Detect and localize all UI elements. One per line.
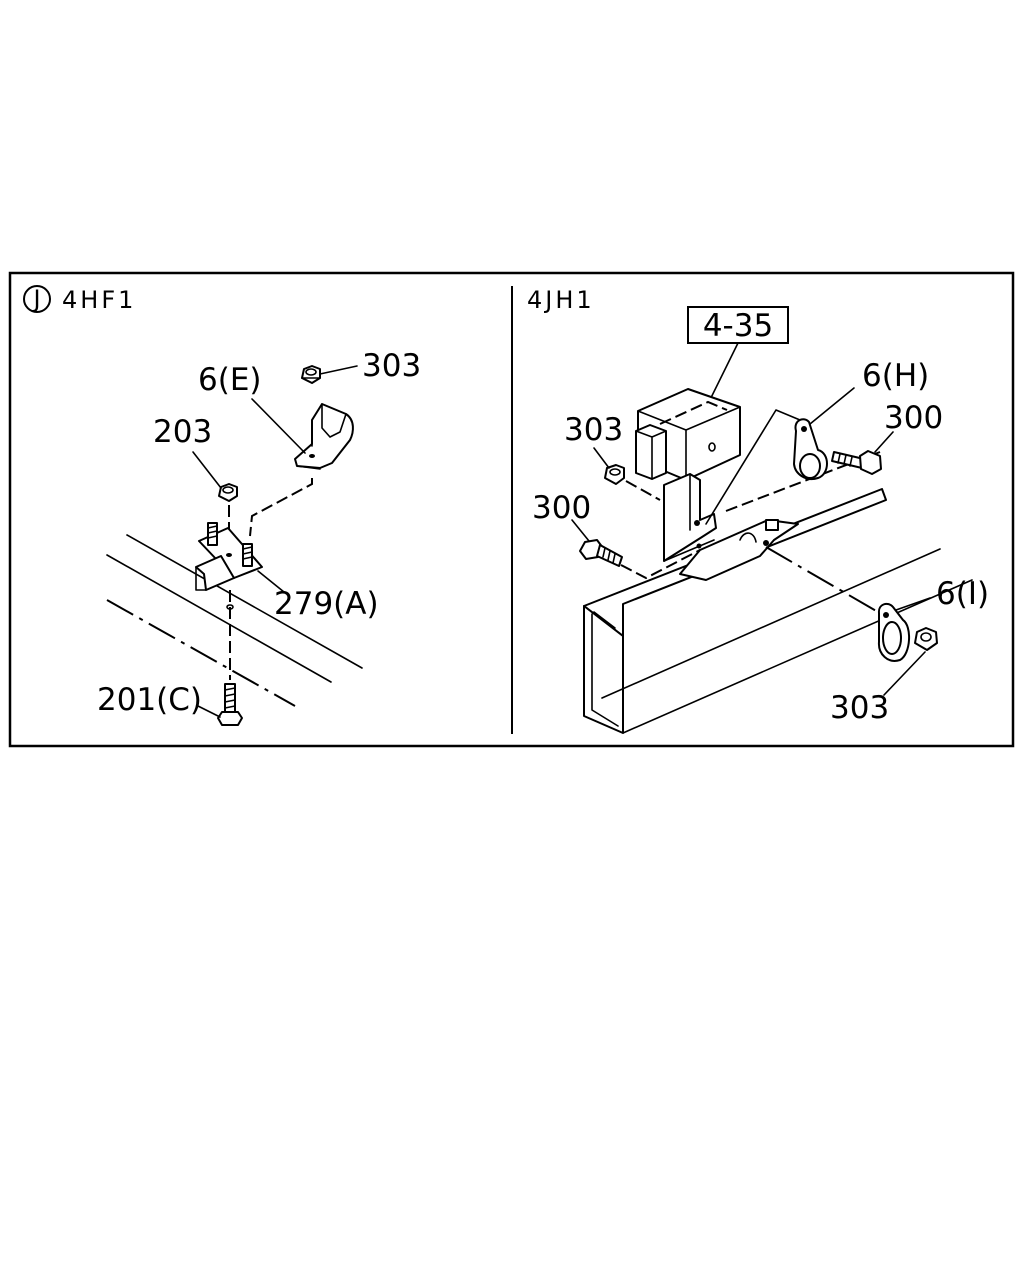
leader-203: [192, 451, 222, 489]
label-303-left: 303: [362, 348, 421, 384]
section-circle: [23, 285, 51, 313]
clamp-6i: [877, 602, 910, 662]
connection-303-left: [625, 480, 661, 501]
stud-plate-279a: [195, 522, 263, 591]
label-6e: 6(E): [198, 362, 262, 398]
label-6h: 6(H): [862, 358, 929, 394]
bracket-6e: [294, 403, 354, 470]
ref-box-label: 4-35: [703, 308, 773, 344]
fuel-filter-box: [635, 388, 741, 481]
label-6i: 6(I): [936, 576, 989, 612]
leader-279a: [257, 570, 285, 593]
mount-bracket-right: [663, 473, 799, 581]
clamp-6h: [793, 418, 828, 480]
connection-bracket-stud: [249, 478, 313, 537]
leader-303-right-bottom: [883, 651, 926, 696]
bolt-300-left: [579, 539, 623, 567]
section-letter: J: [31, 285, 40, 313]
nut-303-right-bottom: [914, 627, 938, 651]
right-panel: 4JH1 4-35: [527, 286, 989, 734]
bolt-201c: [217, 683, 243, 726]
leader-6i: [895, 597, 931, 611]
leader-6h: [809, 387, 855, 425]
left-panel: J 4HF1 6(E) 303: [23, 285, 421, 726]
nut-303-left: [301, 365, 321, 384]
right-panel-title: 4JH1: [527, 286, 595, 314]
leader-303-right-left: [593, 447, 610, 469]
label-279a: 279(A): [274, 586, 379, 622]
frame-rail-left: [106, 534, 363, 707]
stud-left: [207, 522, 218, 546]
leader-6e: [251, 398, 306, 454]
label-201c: 201(C): [97, 682, 202, 718]
connection-300-left: [620, 549, 701, 580]
left-panel-title: 4HF1: [62, 286, 136, 314]
connection-clamp-6h: [705, 409, 801, 525]
connection-clamp-6i: [765, 546, 879, 613]
stud-right: [242, 543, 253, 567]
leader-201c: [197, 705, 221, 718]
bolt-300-top: [831, 450, 882, 475]
label-303-right-left: 303: [564, 412, 623, 448]
ref-box: [687, 306, 789, 344]
nut-303-right-left: [604, 464, 625, 485]
label-303-right-bottom: 303: [830, 690, 889, 726]
label-300-top: 300: [884, 400, 943, 436]
leader-300-left: [571, 519, 590, 542]
leader-303-left: [319, 365, 358, 375]
leader-300-top: [874, 431, 894, 453]
bracket-hole: [309, 454, 315, 458]
label-300-left: 300: [532, 490, 591, 526]
nut-203: [218, 483, 238, 502]
label-203: 203: [153, 414, 212, 450]
